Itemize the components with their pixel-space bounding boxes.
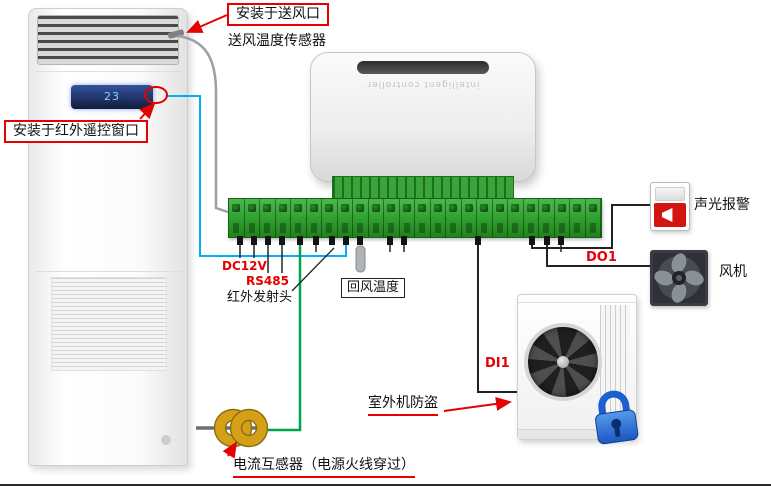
terminal — [508, 199, 524, 237]
terminal — [291, 199, 307, 237]
controller-box: intelligent controller — [310, 52, 536, 182]
alarm-horn — [654, 203, 686, 227]
ac-display-temp: 23 — [104, 90, 120, 103]
terminal — [554, 199, 570, 237]
fan-icon — [650, 250, 708, 306]
air-outlet-louver — [37, 15, 179, 65]
ac-display-panel: 23 — [71, 85, 153, 109]
controller-marking: intelligent controller — [366, 79, 480, 89]
label-outdoor-antitheft: 室外机防盗 — [368, 395, 438, 416]
label-install-air-outlet: 安装于送风口 — [227, 3, 329, 26]
outdoor-fan-hub — [557, 356, 569, 368]
terminal — [353, 199, 369, 237]
return-air-sensor — [355, 245, 366, 273]
exhaust-fan — [650, 250, 708, 306]
label-dc12v: DC12V — [222, 259, 267, 273]
label-supply-air-sensor: 送风温度传感器 — [228, 33, 326, 49]
terminal — [260, 199, 276, 237]
terminal — [399, 199, 415, 237]
alarm-lamp — [655, 187, 685, 201]
panel-seam — [35, 271, 181, 272]
label-install-ir-window: 安装于红外遥控窗口 — [4, 120, 148, 143]
terminal-strip — [228, 198, 602, 238]
outdoor-base — [518, 429, 636, 439]
label-rs485: RS485 — [246, 274, 289, 288]
label-alarm: 声光报警 — [694, 197, 750, 213]
terminal — [492, 199, 508, 237]
arrow-outdoor-antitheft — [443, 396, 512, 412]
terminal — [585, 199, 601, 237]
alarm-device — [650, 182, 690, 231]
terminal — [430, 199, 446, 237]
controller-slot — [357, 61, 489, 74]
front-vent-grille — [51, 277, 167, 371]
terminal — [477, 199, 493, 237]
brand-badge — [161, 435, 171, 445]
outdoor-top-seam — [518, 302, 636, 303]
wire-green-ct — [262, 245, 302, 432]
terminal — [337, 199, 353, 237]
panel-seam — [35, 71, 181, 72]
terminal — [446, 199, 462, 237]
terminal — [322, 199, 338, 237]
padlock-icon — [585, 383, 645, 448]
terminal — [523, 199, 539, 237]
label-ir-transmitter: 红外发射头 — [227, 290, 293, 305]
terminal — [461, 199, 477, 237]
pointer-ir-transmitter — [291, 247, 335, 292]
indoor-ac-unit: 23 — [28, 8, 188, 466]
label-return-air-temp: 回风温度 — [341, 278, 406, 298]
terminal — [244, 199, 260, 237]
label-current-transformer: 电流互感器（电源火线穿过） — [233, 457, 415, 478]
terminal — [539, 199, 555, 237]
arrow-air-outlet — [186, 14, 228, 33]
terminal — [384, 199, 400, 237]
current-transformer — [213, 408, 269, 448]
arrow-current-transformer — [222, 441, 238, 459]
label-fan: 风机 — [719, 264, 747, 280]
label-do1: DO1 — [586, 250, 617, 265]
terminal — [570, 199, 586, 237]
terminal — [275, 199, 291, 237]
terminal — [306, 199, 322, 237]
terminal — [368, 199, 384, 237]
label-di1: DI1 — [485, 356, 510, 371]
terminal — [229, 199, 245, 237]
terminal — [415, 199, 431, 237]
